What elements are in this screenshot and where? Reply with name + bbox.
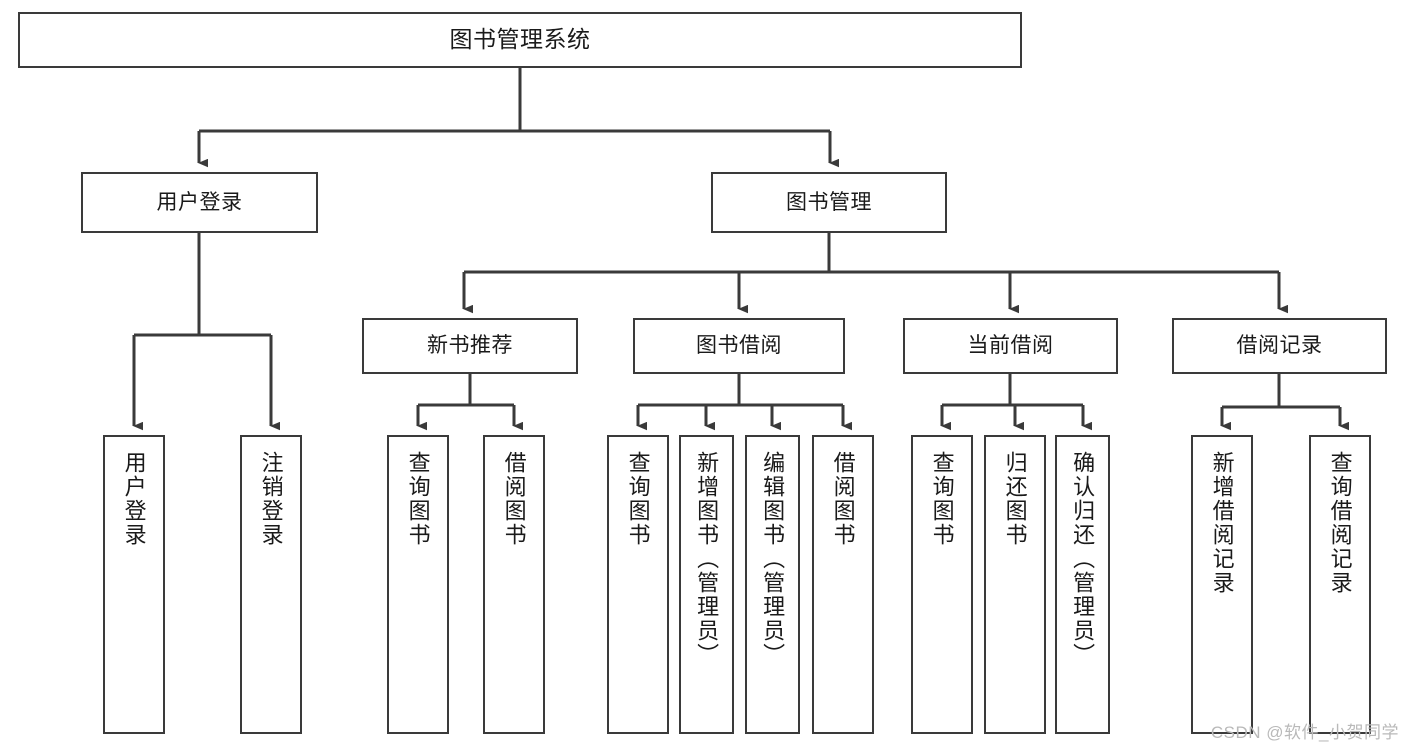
node-label: 图书管理 [786, 190, 872, 214]
node-user-login[interactable]: 用户登录 [81, 172, 318, 233]
node-leaf-add-book[interactable]: 新增图书（管理员） [679, 435, 734, 734]
node-new-book-recommend[interactable]: 新书推荐 [362, 318, 578, 374]
node-root-system[interactable]: 图书管理系统 [18, 12, 1022, 68]
node-label: 编辑图书（管理员） [760, 451, 786, 667]
node-label: 新增借阅记录 [1209, 451, 1235, 595]
node-label: 借阅图书 [830, 451, 856, 547]
node-label: 借阅记录 [1236, 334, 1323, 358]
watermark-text: CSDN @软件_小贺同学 [1210, 723, 1399, 742]
node-label: 图书管理系统 [449, 26, 591, 53]
node-label: 查询借阅记录 [1327, 451, 1353, 595]
node-label: 查询图书 [625, 451, 651, 547]
node-label: 用户登录 [156, 190, 243, 214]
node-leaf-return-book[interactable]: 归还图书 [984, 435, 1046, 734]
node-label: 归还图书 [1002, 451, 1028, 547]
node-label: 确认归还（管理员） [1070, 451, 1096, 667]
node-label: 查询图书 [405, 451, 431, 547]
node-label: 注销登录 [258, 451, 284, 547]
node-leaf-confirm-return[interactable]: 确认归还（管理员） [1055, 435, 1110, 734]
node-book-borrow[interactable]: 图书借阅 [633, 318, 845, 374]
node-label: 当前借阅 [967, 334, 1054, 358]
node-leaf-query-book-current[interactable]: 查询图书 [911, 435, 973, 734]
node-borrow-record[interactable]: 借阅记录 [1172, 318, 1387, 374]
node-leaf-edit-book[interactable]: 编辑图书（管理员） [745, 435, 800, 734]
node-leaf-borrow-book[interactable]: 借阅图书 [812, 435, 874, 734]
node-leaf-query-book-borrow[interactable]: 查询图书 [607, 435, 669, 734]
node-label: 借阅图书 [501, 451, 527, 547]
node-current-borrow[interactable]: 当前借阅 [903, 318, 1118, 374]
node-label: 新增图书（管理员） [694, 451, 720, 667]
node-label: 图书借阅 [696, 334, 782, 358]
node-leaf-logout[interactable]: 注销登录 [240, 435, 302, 734]
node-label: 新书推荐 [427, 334, 513, 358]
node-leaf-borrow-book-recommend[interactable]: 借阅图书 [483, 435, 545, 734]
node-label: 用户登录 [121, 451, 147, 547]
node-book-management[interactable]: 图书管理 [711, 172, 947, 233]
node-leaf-user-login[interactable]: 用户登录 [103, 435, 165, 734]
node-leaf-query-borrow-record[interactable]: 查询借阅记录 [1309, 435, 1371, 734]
node-leaf-add-borrow-record[interactable]: 新增借阅记录 [1191, 435, 1253, 734]
node-label: 查询图书 [929, 451, 955, 547]
node-leaf-query-book-recommend[interactable]: 查询图书 [387, 435, 449, 734]
